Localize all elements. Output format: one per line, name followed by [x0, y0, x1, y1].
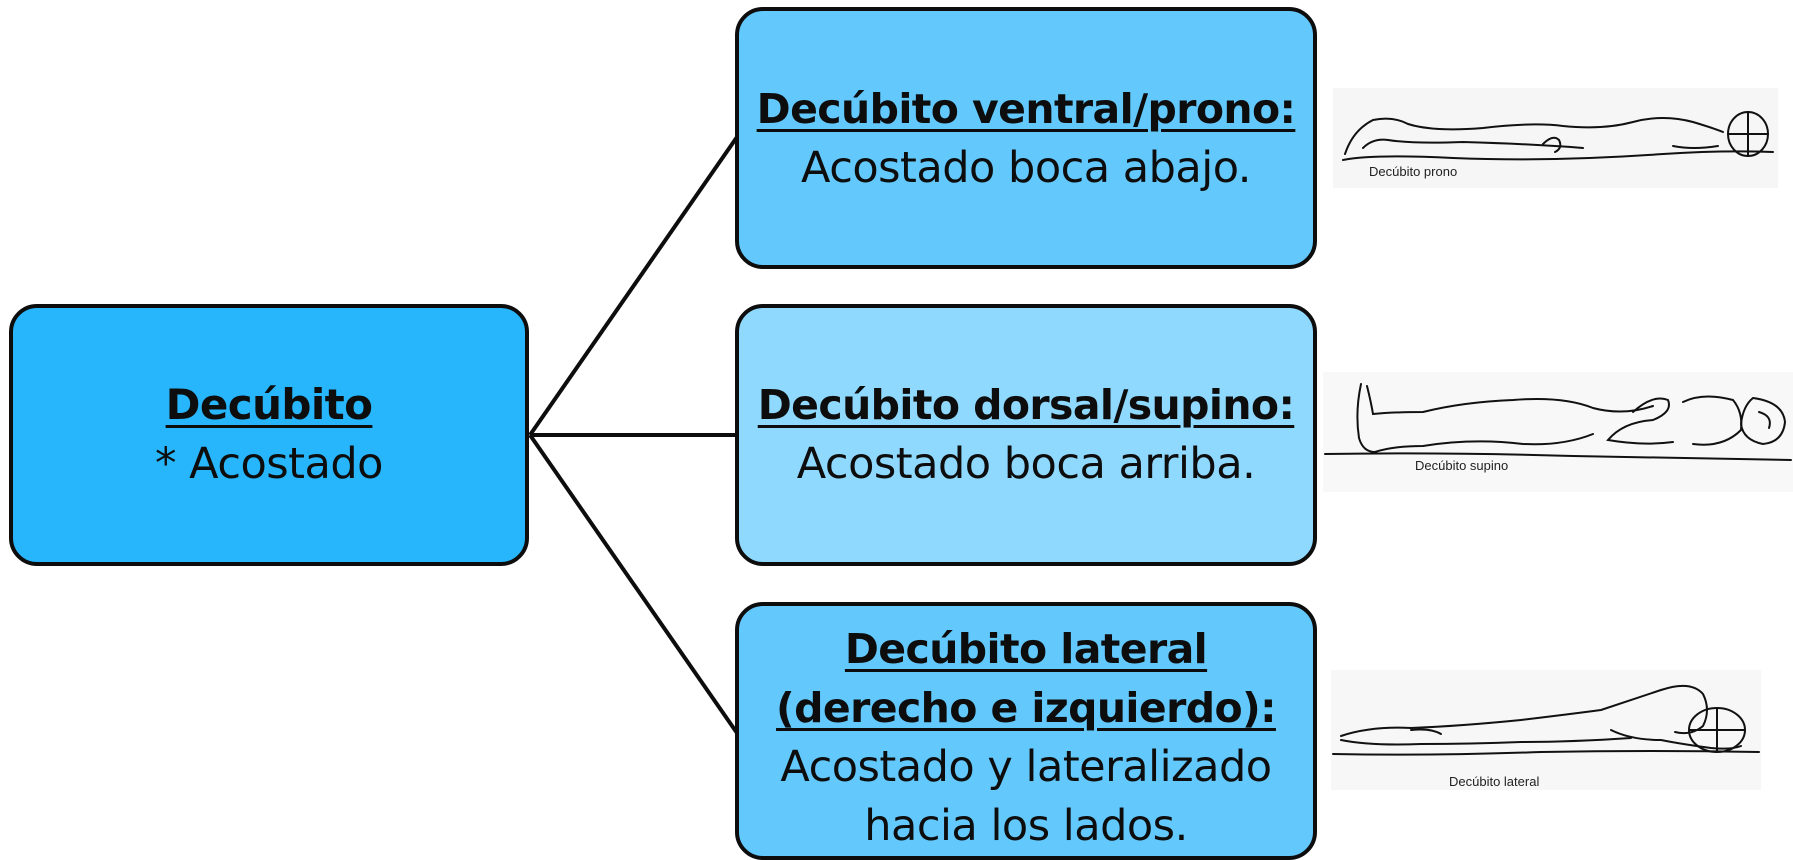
prono-title: Decúbito ventral/prono: — [756, 85, 1296, 133]
prono-description: Acostado boca abajo. — [801, 143, 1251, 193]
root-subtitle: * Acostado — [155, 439, 384, 489]
lateral-description-line1: Acostado y lateralizado — [780, 742, 1272, 792]
supino-title: Decúbito dorsal/supino: — [757, 380, 1295, 429]
node-decubito-supino: Decúbito dorsal/supino: Acostado boca ar… — [735, 304, 1317, 566]
prone-figure-caption: Decúbito prono — [1369, 164, 1458, 179]
supino-description: Acostado boca arriba. — [796, 438, 1256, 489]
lateral-figure-illustration: Decúbito lateral — [1331, 670, 1761, 790]
lateral-figure-caption: Decúbito lateral — [1449, 774, 1540, 789]
connector-to-lateral — [528, 433, 739, 735]
node-decubito-lateral: Decúbito lateral (derecho e izquierdo): … — [735, 602, 1317, 860]
supine-figure-illustration: Decúbito supino — [1323, 372, 1793, 492]
lateral-description-line2: hacia los lados. — [864, 801, 1188, 851]
supine-figure-caption: Decúbito supino — [1415, 458, 1509, 473]
node-decubito-prono: Decúbito ventral/prono: Acostado boca ab… — [735, 7, 1317, 269]
lateral-title-line1: Decúbito lateral — [844, 625, 1208, 673]
root-node-decubito: Decúbito * Acostado — [9, 304, 529, 566]
root-title: Decúbito — [165, 380, 373, 429]
connector-to-prono — [528, 135, 739, 437]
lateral-title-line2: (derecho e izquierdo): — [776, 684, 1277, 732]
prone-figure-illustration: Decúbito prono — [1333, 88, 1778, 188]
